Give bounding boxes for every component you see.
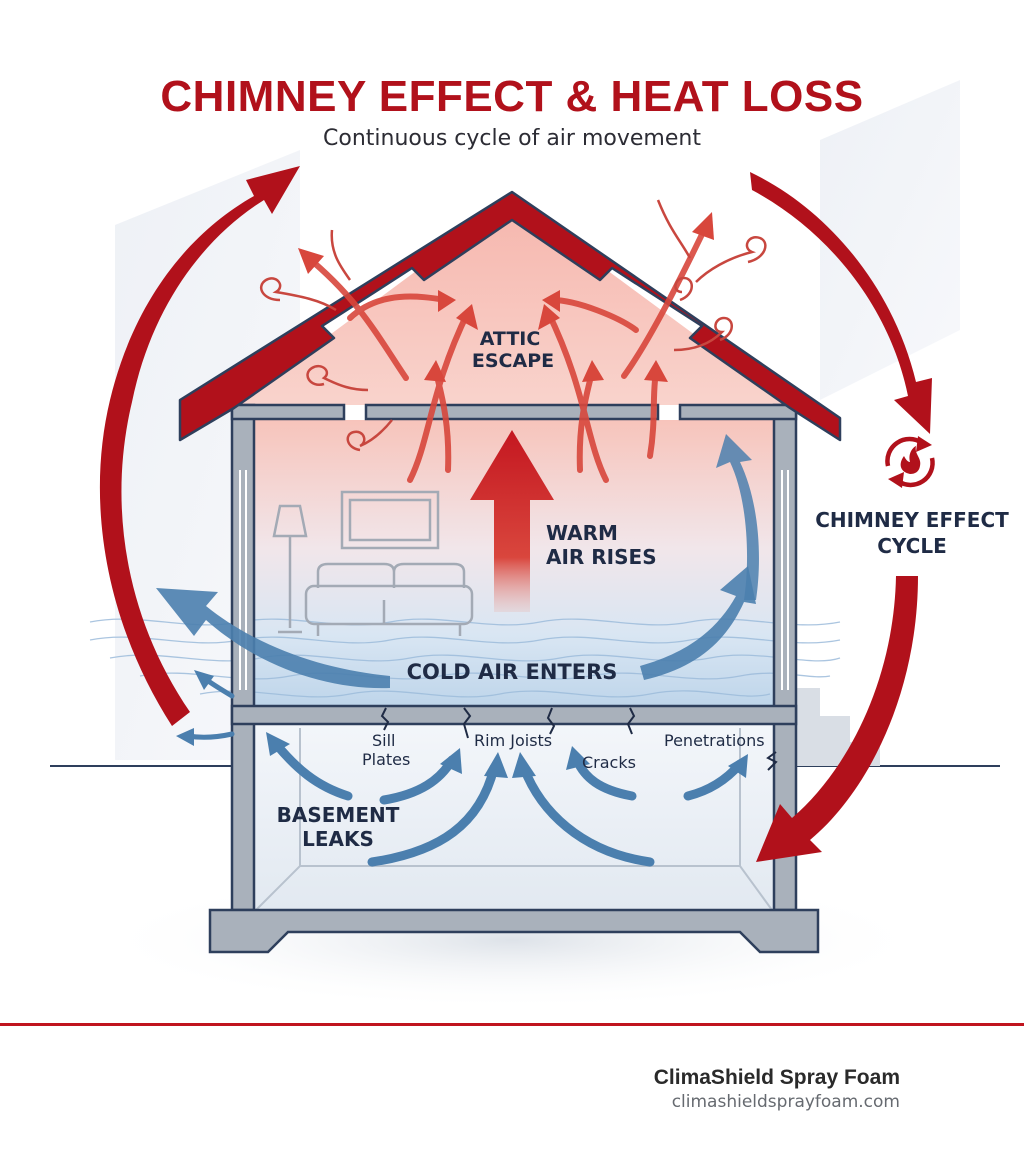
cycle-arrow-right xyxy=(750,172,932,862)
floor-lamp xyxy=(272,504,308,538)
attic-space xyxy=(235,200,790,405)
cold-air-label: COLD AIR ENTERS xyxy=(407,660,618,684)
rim-joists-label: Rim Joists xyxy=(474,731,552,750)
cold-air-room-arrows xyxy=(156,434,759,689)
warm-air-label-line1: WARM xyxy=(546,521,618,545)
room-furniture xyxy=(272,490,474,636)
air-swirls xyxy=(260,236,767,452)
cycle-label-line1: CHIMNEY EFFECT xyxy=(815,508,1009,532)
footer-divider xyxy=(0,1023,1024,1026)
basement-leaks-label-line2: LEAKS xyxy=(302,827,374,851)
page-subtitle: Continuous cycle of air movement xyxy=(323,126,701,151)
warm-air-label-line2: AIR RISES xyxy=(546,545,657,569)
basement-perspective xyxy=(255,728,773,911)
cycle-label-bg xyxy=(812,496,1008,566)
wall-windows xyxy=(239,470,789,690)
cold-air-small-arrowheads xyxy=(176,670,214,746)
page-title: CHIMNEY EFFECT & HEAT LOSS xyxy=(160,72,864,121)
attic-side-arrows xyxy=(330,199,692,281)
footer-url: climashieldsprayfoam.com xyxy=(671,1092,900,1112)
sofa xyxy=(316,562,466,588)
cycle-label-line2: CYCLE xyxy=(877,534,947,558)
background-wedge-right xyxy=(820,80,960,400)
attic-label-line2: ESCAPE xyxy=(472,350,554,372)
floor-cracks xyxy=(380,707,778,771)
basement-leak-arrowheads xyxy=(266,732,748,778)
basement-space xyxy=(254,724,774,910)
footer-brand: ClimaShield Spray Foam xyxy=(653,1066,900,1089)
attic-label-line1: ATTIC xyxy=(480,328,541,350)
warm-air-arrow xyxy=(470,430,554,612)
cycle-arrow-left xyxy=(99,166,300,726)
cycle-flame-icon xyxy=(885,436,935,488)
wall-picture xyxy=(340,490,440,550)
attic-escape-arrowheads xyxy=(298,212,714,382)
basement-leaks-label-line1: BASEMENT xyxy=(277,803,400,827)
sill-plates-label-line1: Sill xyxy=(372,731,396,750)
roof xyxy=(178,190,842,442)
sill-plates-label-line2: Plates xyxy=(362,750,410,769)
penetrations-label: Penetrations xyxy=(664,731,765,750)
cracks-label: Cracks xyxy=(582,753,636,772)
